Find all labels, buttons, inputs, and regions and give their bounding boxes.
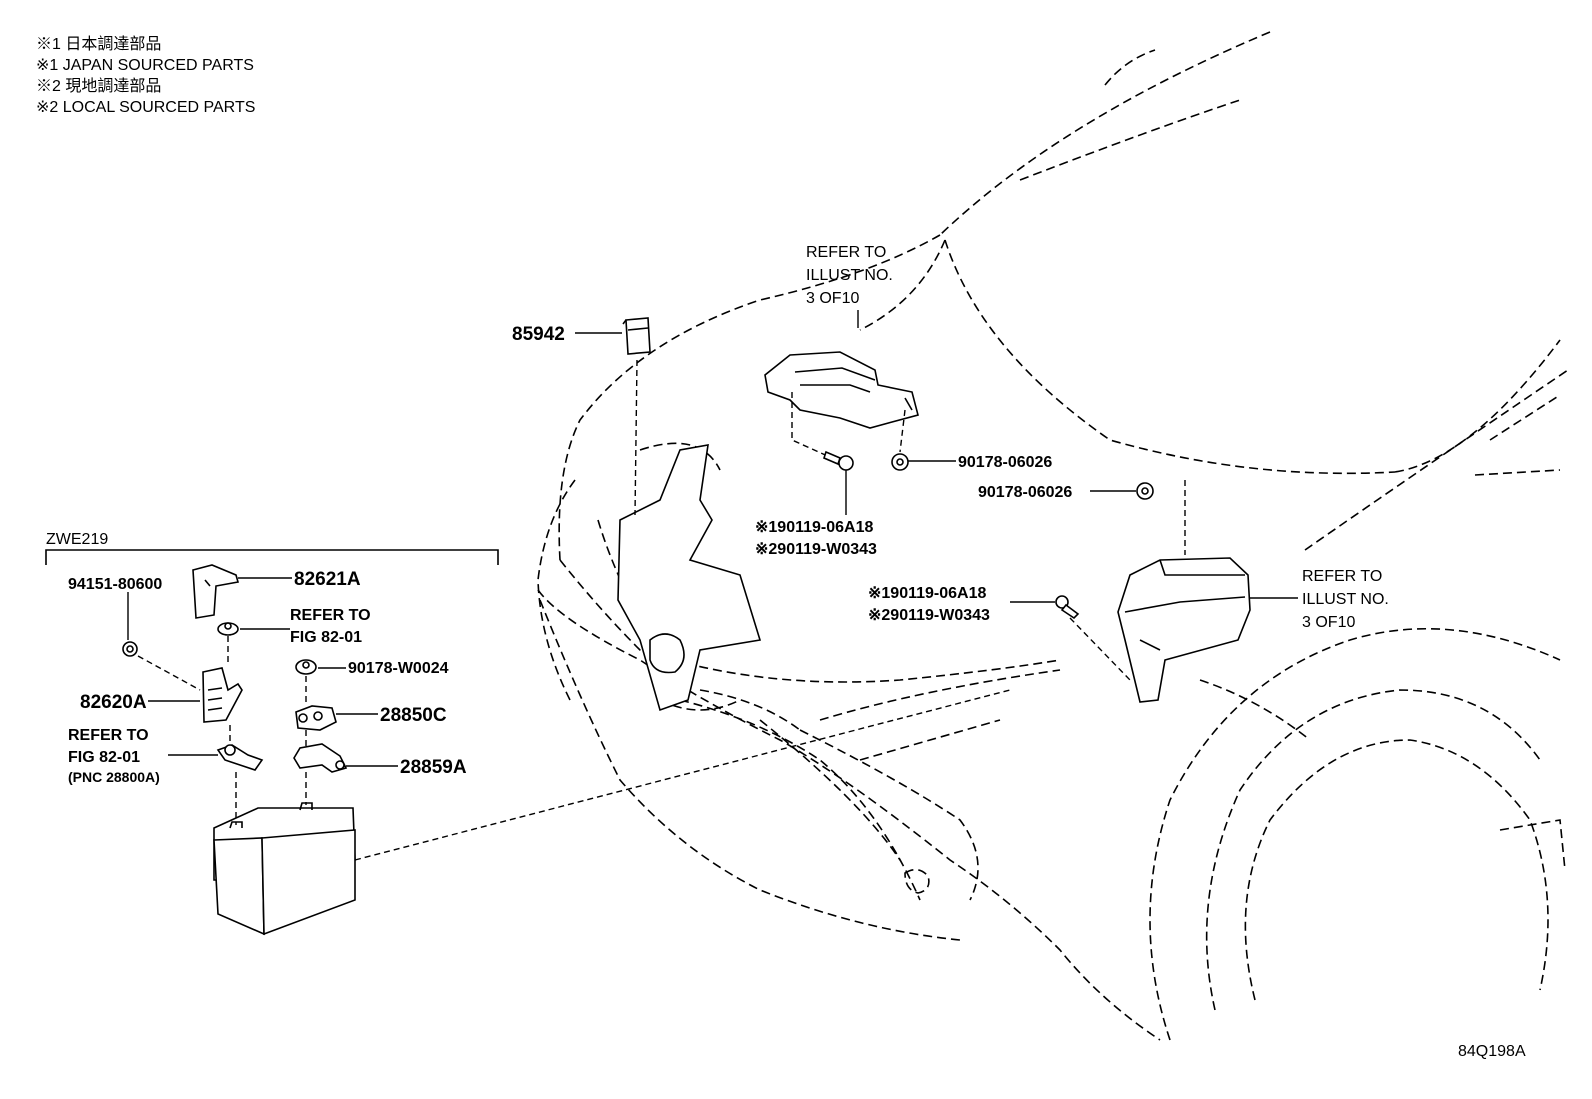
label-90178-06026-b: 90178-06026 [978, 484, 1072, 501]
label-bolt-right-1: ※190119-06A18 [868, 585, 986, 602]
refer-right-line2: ILLUST NO. [1302, 591, 1389, 608]
cowl-line [1019, 99, 1241, 181]
legend-line-japan-jp: ※1 日本調達部品 [36, 36, 162, 53]
label-28859A: 28859A [400, 757, 467, 778]
grille-inner-line [699, 689, 801, 731]
refer-fig-a-line2: FIG 82-01 [290, 629, 362, 646]
nut-right [1136, 482, 1154, 500]
fuse-28850C [295, 705, 337, 731]
battery [213, 802, 356, 936]
refer-right-line1: REFER TO [1302, 568, 1382, 585]
label-94151-80600: 94151-80600 [68, 576, 162, 593]
hood-center-crease [859, 239, 946, 331]
relay-drop-line [634, 359, 638, 516]
bumper-lower-line [537, 589, 1161, 1041]
mirror-outline [1104, 49, 1156, 86]
ecu-mount-line-right [899, 409, 906, 453]
rad-support-top [639, 442, 721, 471]
fender-top-line [1304, 369, 1569, 551]
bumper-crease [759, 719, 901, 861]
refer-right-line3: 3 OF10 [1302, 614, 1355, 631]
washer-82621-a [217, 622, 239, 636]
headlight-lower [859, 719, 1001, 761]
hood-front-left-edge [558, 234, 941, 561]
refer-fig-b-line1: REFER TO [68, 727, 149, 744]
terminal-28859A [293, 743, 348, 773]
terminal-fig82 [216, 744, 264, 771]
nut-upper [891, 453, 909, 471]
ecu-mount-line-left [791, 392, 833, 459]
door-edge [1499, 819, 1566, 871]
group-label-zwe219: ZWE219 [46, 531, 108, 548]
emblem-ring [649, 633, 685, 674]
relay-85942 [622, 317, 651, 355]
ecu-module-upper [764, 351, 919, 429]
bumper-bottom [539, 599, 961, 941]
hood-crease-right [944, 239, 1396, 475]
jb-mount-line-left [1069, 617, 1131, 681]
group-bracket-line [45, 549, 499, 565]
label-90178-06026-a: 90178-06026 [958, 454, 1052, 471]
label-82620A: 82620A [80, 692, 147, 713]
fog-light-surround [799, 729, 979, 901]
tire-outline [1244, 739, 1549, 1001]
junction-block-right [1117, 557, 1251, 703]
nut-90178-w0024 [295, 659, 317, 675]
a-pillar-right [1394, 339, 1561, 473]
window-line-b [1474, 469, 1561, 476]
nut-94151 [122, 641, 138, 657]
bracket-82621A [192, 564, 240, 619]
label-90178-w0024: 90178-W0024 [348, 660, 449, 677]
refer-upper-line1: REFER TO [806, 244, 886, 261]
fog-light [904, 868, 930, 894]
fender-edge [1199, 679, 1311, 741]
radiator-support-bracket [617, 444, 762, 712]
label-bolt-right-2: ※290119-W0343 [868, 607, 990, 624]
window-line-a [1489, 394, 1561, 441]
label-28850C: 28850C [380, 705, 447, 726]
battery-to-car-line [354, 689, 1011, 861]
bolt-upper [823, 450, 854, 471]
refer-fig-b-line2: FIG 82-01 [68, 749, 140, 766]
wheel-arch-outer [1149, 628, 1561, 1041]
label-85942: 85942 [512, 324, 565, 345]
legend-line-japan-en: ※1 JAPAN SOURCED PARTS [36, 57, 254, 74]
bolt-right [1055, 595, 1080, 620]
bumper-left-outer [537, 479, 576, 701]
illustration-code: 84Q198A [1458, 1043, 1526, 1060]
refer-upper-line3: 3 OF10 [806, 290, 859, 307]
refer-upper-line2: ILLUST NO. [806, 267, 893, 284]
refer-fig-b-line3: (PNC 28800A) [68, 769, 160, 785]
headlight-upper [819, 669, 1061, 721]
clamp-82620A [202, 667, 243, 723]
legend-line-local-en: ※2 LOCAL SOURCED PARTS [36, 99, 256, 116]
hood-rear-edge [939, 31, 1271, 236]
nut-94151-line [137, 655, 201, 691]
refer-fig-a-line1: REFER TO [290, 607, 371, 624]
bumper-upper-line [559, 559, 1061, 683]
label-82621A: 82621A [294, 569, 361, 590]
label-bolt-upper-2: ※290119-W0343 [755, 541, 877, 558]
wheel-arch-inner [1205, 689, 1541, 1011]
grille-outline-inner [679, 699, 921, 901]
label-bolt-upper-1: ※190119-06A18 [755, 519, 873, 536]
legend-line-local-jp: ※2 現地調達部品 [36, 78, 162, 95]
